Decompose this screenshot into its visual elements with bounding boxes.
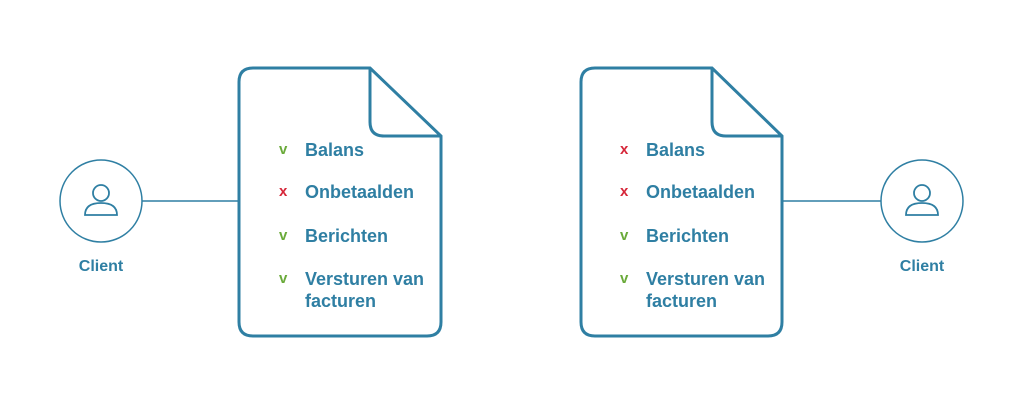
permission-label: Onbetaalden [646, 182, 756, 202]
left-permission-onbetaalden: x Onbetaalden [279, 181, 455, 203]
check-mark: v [620, 227, 629, 244]
right-client-label: Client [899, 258, 945, 275]
permission-label: Balans [646, 140, 706, 160]
permission-label: Berichten [305, 226, 389, 246]
check-mark: v [279, 141, 288, 158]
permission-label: Versturen van facturen [305, 269, 425, 311]
left-user-icon [84, 184, 118, 216]
left-permission-balans: v Balans [279, 139, 455, 161]
permission-label: Onbetaalden [305, 182, 415, 202]
left-document-fold [368, 68, 441, 138]
cross-mark: x [620, 183, 629, 200]
right-permission-onbetaalden: x Onbetaalden [620, 181, 796, 203]
right-permission-balans: x Balans [620, 139, 796, 161]
cross-mark: x [620, 141, 629, 158]
left-permission-berichten: v Berichten [279, 225, 455, 247]
permission-label: Versturen van facturen [646, 269, 766, 311]
check-mark: v [620, 270, 629, 287]
right-permission-berichten: v Berichten [620, 225, 796, 247]
left-permission-versturen: v Versturen van facturen [279, 268, 455, 312]
check-mark: v [279, 270, 288, 287]
right-document-fold [710, 68, 782, 138]
check-mark: v [279, 227, 288, 244]
right-user-icon [905, 184, 939, 216]
permission-label: Berichten [646, 226, 730, 246]
left-client-label: Client [78, 258, 124, 275]
right-client-circle [880, 159, 964, 243]
permission-label: Balans [305, 140, 365, 160]
cross-mark: x [279, 183, 288, 200]
right-permission-versturen: v Versturen van facturen [620, 268, 796, 312]
